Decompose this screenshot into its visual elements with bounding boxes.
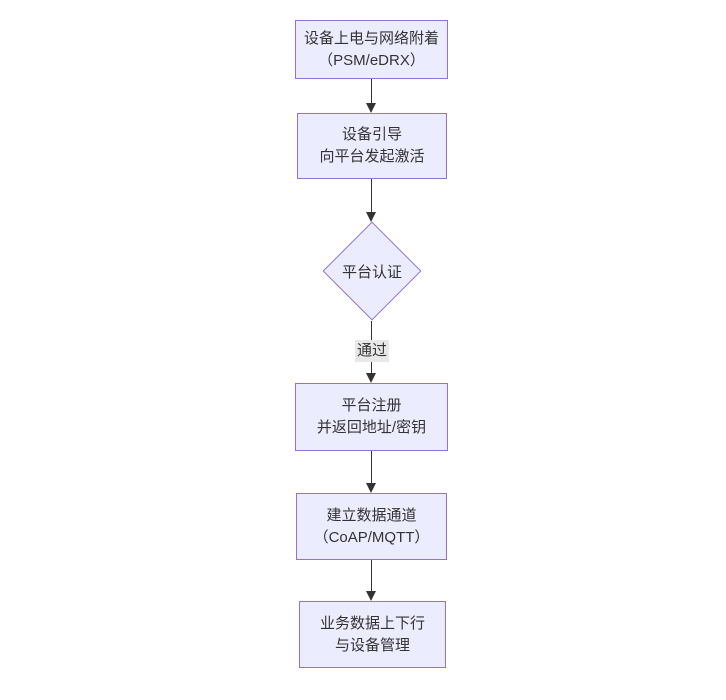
node-text-line: 建立数据通道 (326, 506, 417, 524)
edge-line (371, 179, 372, 212)
node-text-line: 设备上电与网络附着 (303, 29, 439, 47)
edge-line (371, 451, 372, 484)
node-register: 平台注册 并返回地址/密钥 (295, 383, 448, 451)
node-text-line: 并返回地址/密钥 (316, 419, 427, 436)
node-text-line: 向平台发起激活 (319, 148, 425, 165)
edge-line (371, 560, 372, 592)
node-data-channel: 建立数据通道 （CoAP/MQTT） (296, 493, 447, 560)
arrowhead-icon (366, 373, 376, 383)
edge-line (371, 79, 372, 104)
node-text-line: 与设备管理 (334, 636, 410, 654)
node-business: 业务数据上下行 与设备管理 (299, 601, 446, 668)
arrowhead-icon (366, 483, 376, 493)
node-text-line: （PSM/eDRX） (318, 51, 425, 69)
node-text-line: 平台注册 (341, 397, 402, 414)
arrowhead-icon (366, 103, 376, 113)
node-text-line: （CoAP/MQTT） (313, 528, 430, 546)
node-text-line: 平台认证 (341, 263, 402, 281)
node-platform-auth: 平台认证 (322, 221, 422, 321)
arrowhead-icon (366, 212, 376, 222)
node-boot: 设备引导 向平台发起激活 (297, 113, 447, 179)
node-power-on: 设备上电与网络附着 （PSM/eDRX） (295, 20, 448, 79)
edge-label-pass: 通过 (354, 340, 390, 362)
node-text-line: 设备引导 (341, 126, 402, 143)
arrowhead-icon (366, 591, 376, 601)
node-text-line: 业务数据上下行 (319, 614, 425, 632)
